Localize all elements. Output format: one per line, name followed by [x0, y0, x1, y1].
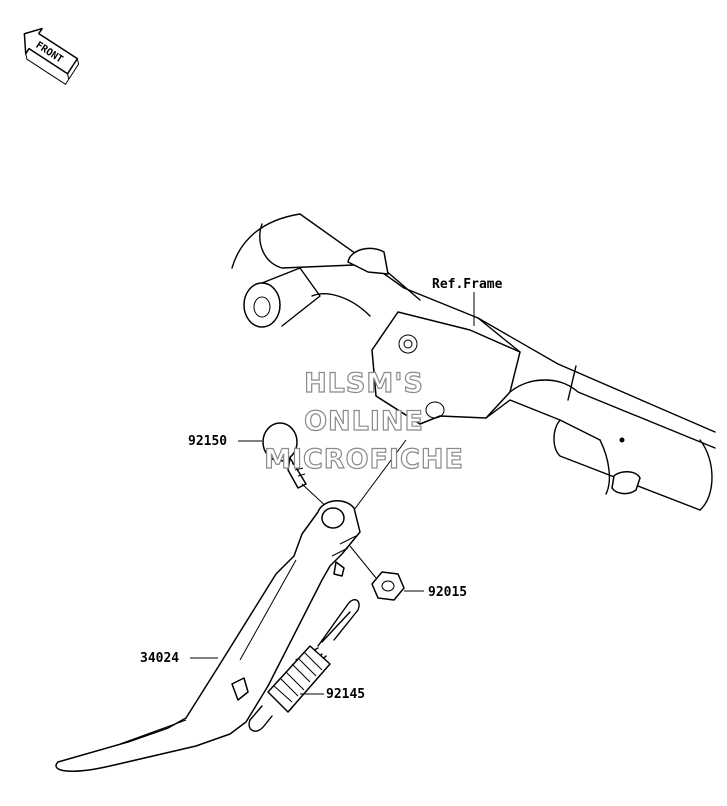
frame-tube — [231, 213, 716, 511]
side-stand-34024 — [55, 500, 361, 772]
label-34024: 34024 — [140, 651, 179, 666]
watermark-line-3: MICROFICHE — [264, 444, 464, 475]
front-arrow-badge: FRONT — [23, 27, 80, 85]
bolt-92150 — [262, 422, 307, 489]
watermark: HLSM'S ONLINE MICROFICHE — [263, 367, 464, 475]
label-ref-frame: Ref.Frame — [432, 277, 503, 292]
watermark-line-2: ONLINE — [304, 406, 424, 437]
watermark-line-1: HLSM'S — [304, 368, 424, 399]
nut-92015 — [371, 571, 405, 601]
label-92150: 92150 — [188, 434, 227, 449]
label-92145: 92145 — [326, 687, 365, 702]
label-92015: 92015 — [428, 585, 467, 600]
spring-92145 — [248, 599, 360, 732]
